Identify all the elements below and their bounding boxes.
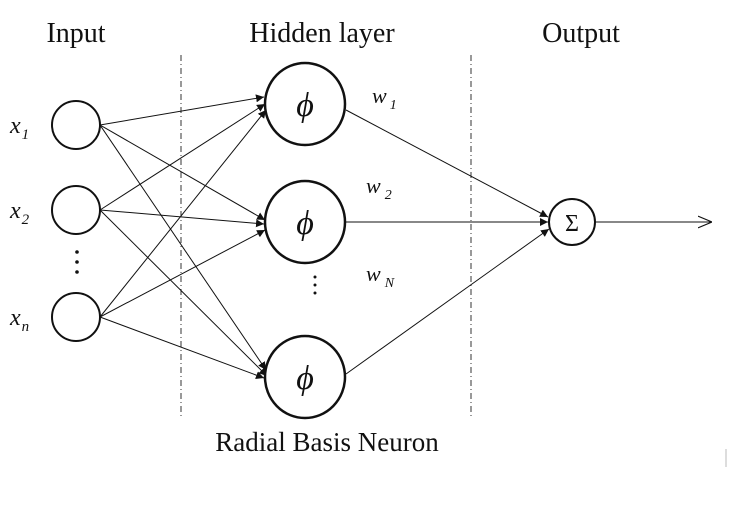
input-label-xn: xn [9, 305, 29, 335]
edge-h3-out [345, 228, 550, 375]
hidden-node-1: ϕ [263, 61, 347, 147]
edge-x2-h3 [99, 209, 268, 377]
hidden-ellipsis [313, 275, 317, 295]
edge-h1-out [345, 109, 549, 218]
hidden-node-2: ϕ [263, 179, 347, 265]
input-label-x2: x2 [9, 198, 30, 228]
output-node: Σ [548, 198, 596, 246]
edge-x2-h2 [99, 209, 265, 228]
input-label-x1: x1 [9, 113, 29, 143]
input-node-1 [51, 100, 101, 150]
edge-xn-h2 [99, 229, 266, 318]
edge-xn-h3 [99, 316, 265, 379]
hidden-layer-header: Hidden layer [249, 18, 395, 49]
phi-symbol: ϕ [296, 87, 314, 124]
input-ellipsis [75, 250, 79, 274]
edge-xn-h1 [99, 109, 267, 318]
edge-x1-h2 [99, 124, 266, 221]
input-node-2 [51, 185, 101, 235]
phi-symbol: ϕ [296, 205, 314, 242]
input-header: Input [46, 18, 105, 49]
input-to-hidden-edges [99, 94, 268, 379]
output-header: Output [542, 18, 620, 49]
edge-x1-h1 [99, 94, 265, 126]
radial-basis-neuron-caption: Radial Basis Neuron [215, 427, 439, 457]
input-node-n [51, 292, 101, 342]
phi-symbol: ϕ [296, 360, 314, 397]
edge-x2-h1 [99, 103, 266, 211]
hidden-to-output-edges [345, 109, 550, 375]
hidden-node-3: ϕ [263, 334, 347, 420]
sigma-symbol: Σ [565, 211, 579, 237]
edge-x1-h3 [99, 124, 267, 371]
